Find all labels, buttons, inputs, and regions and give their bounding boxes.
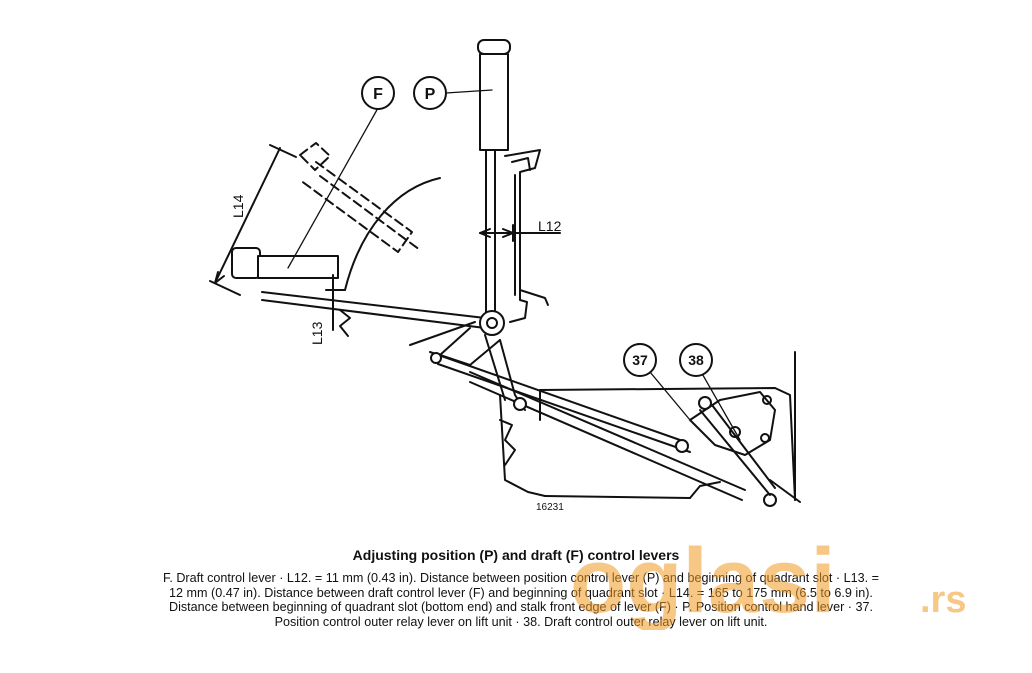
label-37-circle	[623, 343, 657, 377]
caption-body: F. Draft control lever · L12. = 11 mm (0…	[66, 571, 976, 629]
label-p: P	[425, 86, 436, 103]
quadrant-plate	[504, 149, 549, 323]
label-p-circle	[413, 76, 447, 110]
label-l12: L12	[538, 218, 562, 234]
l13-dimension	[325, 274, 351, 337]
linkage-rods	[429, 351, 777, 507]
caption-line: 12 mm (0.47 in). Distance between draft …	[169, 585, 873, 600]
label-37: 37	[632, 352, 648, 368]
figure-number: 16231	[536, 502, 564, 513]
caption-line: F. Draft control lever · L12. = 11 mm (0…	[163, 571, 879, 585]
label-l13: L13	[309, 321, 325, 345]
lift-unit-housing	[499, 351, 801, 503]
caption-line: Position control outer relay lever on li…	[274, 614, 768, 629]
draft-lever-ghost	[299, 142, 421, 253]
caption-title: Adjusting position (P) and draft (F) con…	[352, 547, 680, 563]
label-38: 38	[688, 352, 704, 368]
label-38-circle	[679, 343, 713, 377]
l12-dimension	[479, 224, 561, 242]
leader-lines	[287, 89, 741, 441]
quadrant-arc	[344, 177, 441, 291]
label-f-circle	[361, 76, 395, 110]
watermark-suffix: .rs	[920, 579, 966, 621]
l14-dimension	[209, 144, 297, 296]
label-f: F	[373, 86, 383, 103]
label-l14: L14	[230, 194, 246, 218]
draft-lever	[231, 247, 486, 329]
position-lever	[477, 39, 511, 317]
caption-line: Distance between beginning of quadrant s…	[168, 600, 874, 615]
lever-diagram: F P 37 38 L12 L14 L13 16231	[209, 39, 801, 513]
relay-levers	[689, 391, 776, 496]
watermark-text: oglasi	[570, 530, 836, 630]
watermark-logo: oglasi .rs	[570, 530, 966, 630]
